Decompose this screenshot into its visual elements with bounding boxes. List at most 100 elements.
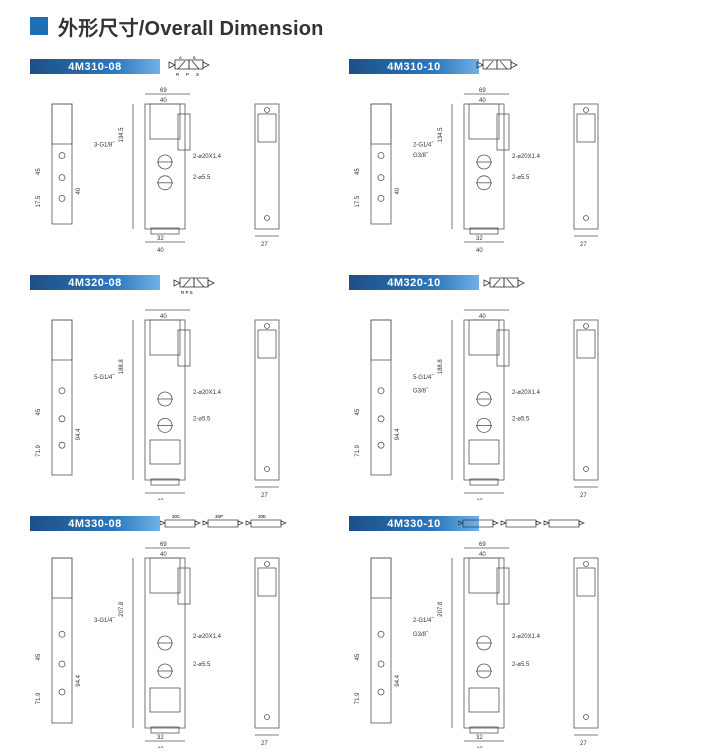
dim-45-label: 45 (355, 653, 361, 660)
port-label: 2-G1/4˝ (413, 142, 434, 148)
symbol-30c-label: 30C (172, 514, 181, 519)
width-69-dimension: 69 (160, 88, 167, 94)
dim-side-label: 40 (395, 187, 401, 194)
model-name: 4M320-08 (68, 276, 122, 289)
port-r-label: R (176, 72, 180, 77)
width-40-dimension: 40 (479, 314, 486, 320)
side-width-dimension: 27 (261, 242, 268, 248)
dimension-drawing: 2-G1/4˝ G3/8˝ 207.8 69 40 45 71.9 94.4 2-⌀20X1.4… (355, 542, 599, 753)
base-40-dimension: 40 (476, 248, 483, 254)
hole-label: 2-⌀5.5 (512, 662, 530, 668)
base-32-dimension: 32 (157, 236, 164, 242)
model-name: 4M310-10 (387, 60, 441, 73)
width-69-dimension: 69 (479, 88, 486, 94)
model-band-m2: 4M310-10 (349, 59, 479, 74)
side-width-dimension: 27 (261, 741, 268, 747)
dim-side-label: 94.4 (76, 428, 82, 440)
height-dimension: 188.8 (438, 359, 444, 375)
base-40-dimension: 40 (476, 499, 483, 500)
dim-bottom-label: 71.9 (355, 444, 361, 456)
side-width-dimension: 27 (261, 493, 268, 499)
model-name: 4M310-08 (68, 60, 122, 73)
three-position-valve-symbols-icon (458, 519, 585, 528)
port-label: 3-G1/8˝ (94, 142, 115, 148)
svg-text:R P S: R P S (181, 290, 193, 295)
mount-thread-label: 2-⌀20X1.4 (193, 634, 222, 640)
width-40-dimension: 40 (160, 552, 167, 558)
base-32-dimension: 32 (476, 236, 483, 242)
model-name: 4M320-10 (387, 276, 441, 289)
two-position-valve-symbol-icon: A B R P S (168, 55, 210, 77)
width-40-dimension: 40 (160, 98, 167, 104)
base-40-dimension: 40 (157, 248, 164, 254)
dimension-drawing: 5-G1/4˝G3/8˝188.8404571.994.42-⌀20X1.42-… (355, 309, 599, 505)
mount-thread-label: 2-⌀20X1.4 (193, 390, 222, 396)
base-40-dimension: 40 (157, 499, 164, 500)
port-b-label: B (193, 55, 196, 60)
base-32-dimension: 32 (157, 735, 164, 741)
mount-thread-label: 2-⌀20X1.4 (512, 390, 541, 396)
height-dimension: 134.5 (438, 127, 444, 143)
width-40-dimension: 40 (479, 552, 486, 558)
base-40-dimension: 40 (157, 747, 164, 748)
mount-thread-label: 2-⌀20X1.4 (512, 634, 541, 640)
dim-side-label: 94.4 (395, 674, 401, 686)
model-band-m1: 4M310-08 (30, 59, 160, 74)
two-position-valve-symbol-icon (476, 59, 518, 70)
model-band-m4: 4M320-10 (349, 275, 479, 290)
hole-label: 2-⌀5.5 (193, 416, 211, 422)
hole-label: 2-⌀5.5 (193, 662, 211, 668)
symbol-30e-label: 30E (258, 514, 266, 519)
dimension-drawing: 2-G1/4˝G3/8˝134.569404517.5402-⌀20X1.42-… (355, 88, 599, 254)
mount-thread-label: 2-⌀20X1.4 (512, 154, 541, 160)
mount-thread-label: 2-⌀20X1.4 (193, 154, 222, 160)
port-label: 3-G1/4˝ (94, 618, 115, 624)
dim-side-label: 94.4 (76, 674, 82, 686)
height-dimension: 207.8 (119, 601, 125, 617)
model-name: 4M330-08 (68, 517, 122, 530)
aux-port-label: G3/8˝ (413, 153, 429, 159)
dim-45-label: 45 (36, 408, 42, 415)
height-dimension: 207.8 (438, 601, 444, 617)
base-32-dimension: 32 (476, 735, 483, 741)
dim-45-label: 45 (355, 168, 361, 175)
port-p-label: P (186, 72, 189, 77)
two-position-valve-symbol-icon (483, 277, 525, 288)
port-label: 5-G1/4˝ (94, 375, 115, 381)
hole-label: 2-⌀5.5 (512, 416, 530, 422)
port-s-label: S (196, 72, 199, 77)
symbol-30p-label: 30P (215, 514, 223, 519)
dim-bottom-label: 71.9 (355, 692, 361, 704)
page-title: 外形尺寸/Overall Dimension (58, 17, 324, 40)
dim-bottom-label: 71.9 (36, 444, 42, 456)
width-69-dimension: 69 (160, 542, 167, 548)
two-position-valve-symbol-icon: R P S (173, 277, 215, 295)
width-40-dimension: 40 (160, 314, 167, 320)
dim-bottom-label: 17.5 (36, 195, 42, 207)
aux-port-label: G3/8˝ (413, 632, 429, 638)
model-band-m5: 4M330-08 (30, 516, 160, 531)
port-label: 5-G1/4˝ (413, 375, 434, 381)
model-name: 4M330-10 (387, 517, 441, 530)
model-band-m3: 4M320-08 (30, 275, 160, 290)
dim-45-label: 45 (36, 168, 42, 175)
base-40-dimension: 40 (476, 747, 483, 748)
width-69-dimension: 69 (479, 542, 486, 548)
port-a-label: A (179, 55, 182, 60)
height-dimension: 188.8 (119, 359, 125, 375)
dimension-drawing: 3-G1/8˝134.569404517.5402-⌀20X1.42-⌀5.53… (36, 88, 280, 254)
side-width-dimension: 27 (580, 242, 587, 248)
dim-side-label: 94.4 (395, 428, 401, 440)
dim-bottom-label: 17.5 (355, 195, 361, 207)
aux-port-label: G3/8˝ (413, 388, 429, 394)
dimension-drawing: 3-G1/4˝207.869404571.994.42-⌀20X1.42-⌀5.… (36, 542, 280, 753)
model-band-m6: 4M330-10 (349, 516, 479, 531)
hole-label: 2-⌀5.5 (193, 175, 211, 181)
port-label: 2-G1/4˝ (413, 618, 434, 624)
drawing-m3: 5-G1/4˝ 188.8 40 45 71.9 94.4 2-⌀20X1.4 2-⌀5.5 4… (30, 300, 330, 505)
dim-45-label: 45 (36, 653, 42, 660)
drawing-m6: 2-G1/4˝ G3/8˝ 207.8 69 40 45 71.9 94.4 2-⌀20X1.4… (349, 538, 649, 753)
